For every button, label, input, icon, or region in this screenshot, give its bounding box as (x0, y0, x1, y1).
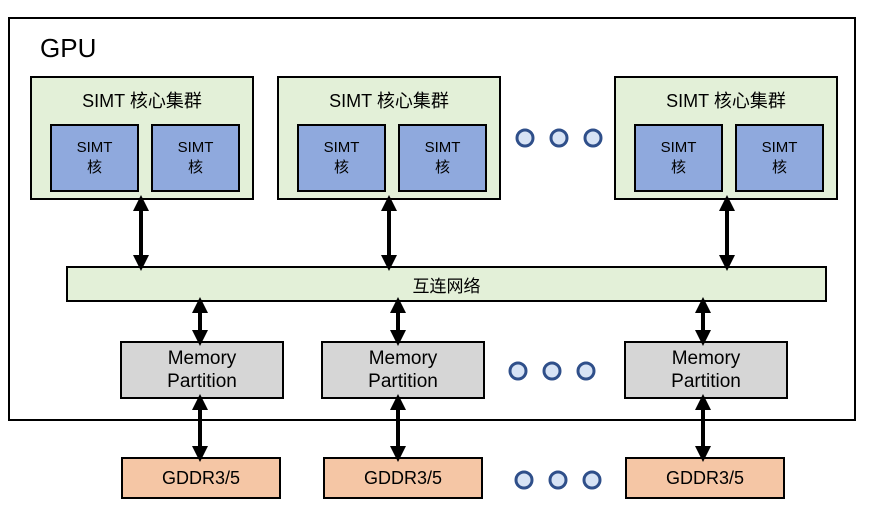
memory-partition-3: Memory Partition (624, 341, 788, 399)
memory-label-line2: Partition (368, 371, 438, 392)
ellipsis-dots-memory (508, 361, 596, 381)
memory-label-line1: Memory (368, 348, 438, 369)
memory-partition-1: Memory Partition (120, 341, 284, 399)
cluster-label: SIMT 核心集群 (329, 91, 449, 111)
core-label-line2: 核 (333, 159, 349, 176)
ellipsis-dots-gddr (514, 470, 602, 490)
simt-core: SIMT 核 (151, 124, 240, 192)
interconnect-network: 互连网络 (66, 266, 827, 302)
gddr-label: GDDR3/5 (665, 467, 745, 488)
memory-label-line2: Partition (167, 371, 237, 392)
simt-core: SIMT 核 (398, 124, 487, 192)
core-label-line2: 核 (434, 159, 450, 176)
gpu-label: GPU (40, 33, 97, 63)
simt-core: SIMT 核 (297, 124, 386, 192)
simt-core: SIMT 核 (50, 124, 139, 192)
core-label-line2: 核 (771, 159, 787, 176)
ellipsis-dots-clusters (515, 128, 603, 148)
cluster-label: SIMT 核心集群 (82, 91, 202, 111)
core-label-line1: SIMT (76, 139, 113, 156)
cluster-label: SIMT 核心集群 (666, 91, 786, 111)
simt-cluster-3: SIMT 核心集群 SIMT 核 SIMT 核 (614, 76, 838, 200)
simt-core: SIMT 核 (735, 124, 824, 192)
memory-label-line1: Memory (671, 348, 741, 369)
simt-core: SIMT 核 (634, 124, 723, 192)
memory-label-line1: Memory (167, 348, 237, 369)
core-label-line2: 核 (670, 159, 686, 176)
interconnect-label: 互连网络 (412, 276, 481, 296)
core-label-line2: 核 (187, 159, 203, 176)
core-label-line1: SIMT (424, 139, 461, 156)
core-label-line1: SIMT (177, 139, 214, 156)
core-label-line1: SIMT (323, 139, 360, 156)
core-label-line2: 核 (86, 159, 102, 176)
core-label-line1: SIMT (660, 139, 697, 156)
gddr-label: GDDR3/5 (161, 467, 241, 488)
gddr-memory-3: GDDR3/5 (625, 457, 785, 499)
memory-label-line2: Partition (671, 371, 741, 392)
core-label-line1: SIMT (761, 139, 798, 156)
gddr-memory-1: GDDR3/5 (121, 457, 281, 499)
gddr-label: GDDR3/5 (363, 467, 443, 488)
simt-cluster-2: SIMT 核心集群 SIMT 核 SIMT 核 (277, 76, 501, 200)
